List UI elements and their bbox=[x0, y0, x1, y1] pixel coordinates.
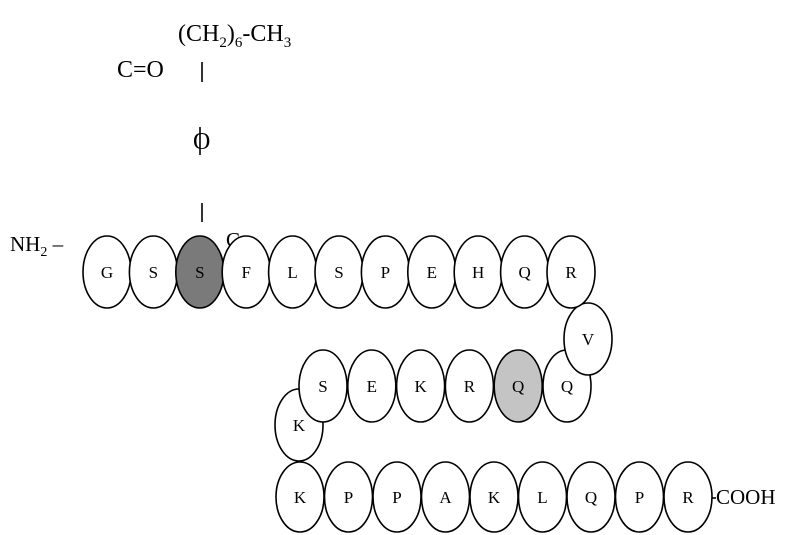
residue-row-3-2-p: P bbox=[323, 461, 374, 533]
residue-ellipse bbox=[563, 302, 613, 376]
residue-letter: K bbox=[414, 377, 427, 396]
residue-letter: S bbox=[334, 263, 343, 282]
formula-rest: -CH bbox=[242, 21, 283, 47]
residue-row-2-5-q: Q bbox=[493, 349, 544, 423]
residue-chain: K P P A K L Q P R K S E K R Q Q V G S S F L S P E H Q R bbox=[82, 235, 713, 533]
n-terminus-sub: 2 bbox=[40, 245, 47, 260]
residue-row-1-5-l: L bbox=[267, 235, 318, 309]
residue-row-3-4-a: A bbox=[420, 461, 471, 533]
residue-letter: Q bbox=[512, 377, 524, 396]
n-terminus-dash: – bbox=[47, 232, 63, 256]
residue-letter: A bbox=[439, 488, 452, 507]
residue-letter: Q bbox=[518, 263, 530, 282]
residue-letter: S bbox=[195, 263, 204, 282]
residue-row-1-8-e: E bbox=[406, 235, 457, 309]
formula-paren: ) bbox=[227, 21, 235, 47]
n-terminus-main: NH bbox=[10, 232, 40, 256]
residue-letter: Q bbox=[585, 488, 597, 507]
residue-row-1-1-g: G bbox=[82, 235, 132, 309]
n-terminus-label: NH2 – bbox=[10, 232, 64, 260]
residue-row-1-7-p: P bbox=[360, 235, 411, 309]
residue-letter: H bbox=[472, 263, 484, 282]
formula-sub-1: 2 bbox=[219, 35, 227, 51]
residue-row-3-9-r: R bbox=[663, 461, 713, 533]
residue-row-1-10-q: Q bbox=[499, 235, 550, 309]
c-terminus-label: COOH bbox=[716, 485, 776, 509]
residue-ellipse bbox=[346, 349, 397, 423]
residue-letter: G bbox=[101, 263, 113, 282]
residue-ellipse bbox=[663, 461, 713, 533]
residue-letter: P bbox=[635, 488, 644, 507]
formula-sub-3: 3 bbox=[284, 35, 292, 51]
residue-letter: K bbox=[293, 416, 306, 435]
residue-row-2-4-r: R bbox=[444, 349, 495, 423]
residue-row-1-9-h: H bbox=[453, 235, 504, 309]
residue-letter: R bbox=[565, 263, 577, 282]
residue-letter: K bbox=[488, 488, 501, 507]
residue-row-2-3-k: K bbox=[395, 349, 446, 423]
residue-row-2-2-e: E bbox=[346, 349, 397, 423]
residue-row-1-2-s: S bbox=[128, 235, 179, 309]
residue-ellipse bbox=[444, 349, 495, 423]
residue-row-2-1-s: S bbox=[298, 349, 348, 423]
residue-letter: L bbox=[537, 488, 547, 507]
residue-letter: P bbox=[381, 263, 390, 282]
residue-letter: Q bbox=[561, 377, 573, 396]
residue-turn-1-1-v: V bbox=[563, 302, 613, 376]
carbonyl-label: C=O bbox=[117, 57, 164, 83]
residue-letter: F bbox=[241, 263, 250, 282]
residue-row-1-4-f: F bbox=[221, 235, 271, 309]
residue-letter: K bbox=[294, 488, 307, 507]
residue-letter: R bbox=[682, 488, 694, 507]
residue-row-1-11-r: R bbox=[546, 235, 596, 309]
residue-ellipse bbox=[546, 235, 596, 309]
residue-row-1-6-s: S bbox=[314, 235, 364, 309]
formula-sub-2: 6 bbox=[235, 35, 243, 51]
ester-oxygen-label: O bbox=[193, 129, 210, 155]
residue-letter: P bbox=[344, 488, 353, 507]
residue-row-3-7-q: Q bbox=[566, 461, 616, 533]
residue-letter: S bbox=[149, 263, 158, 282]
residue-letter: P bbox=[392, 488, 401, 507]
residue-letter: R bbox=[464, 377, 476, 396]
formula-main: (CH bbox=[178, 21, 219, 47]
residue-row-3-6-l: L bbox=[517, 461, 568, 533]
residue-row-3-3-p: P bbox=[372, 461, 422, 533]
residue-letter: S bbox=[318, 377, 327, 396]
residue-row-3-1-k: K bbox=[275, 461, 325, 533]
residue-letter: E bbox=[427, 263, 437, 282]
octanoyl-formula: (CH2)6-CH3 bbox=[178, 21, 291, 51]
residue-row-3-5-k: K bbox=[469, 461, 519, 533]
residue-letter: V bbox=[582, 330, 595, 349]
residue-row-3-8-p: P bbox=[614, 461, 665, 533]
residue-row-1-3-s: S bbox=[175, 235, 225, 309]
residue-letter: E bbox=[367, 377, 377, 396]
residue-letter: L bbox=[287, 263, 297, 282]
